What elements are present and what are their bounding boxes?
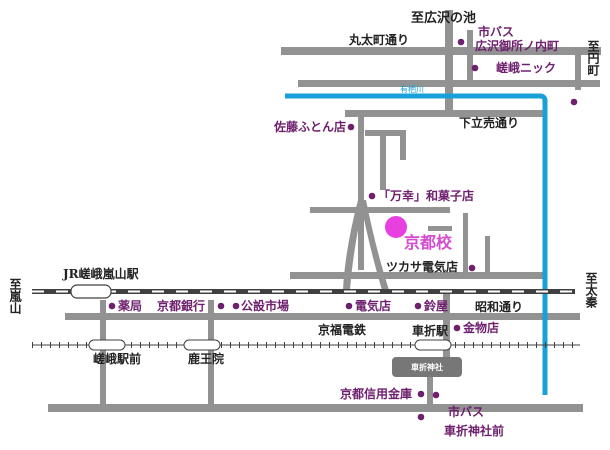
road-south-of-school xyxy=(290,272,545,279)
label-jr-station: JR嵯峨嵐山駅 xyxy=(63,267,139,281)
label-to-uzumasa: 至太秦 xyxy=(584,272,598,308)
label-to-enmachi: 至円町 xyxy=(586,40,600,76)
label-bus-hirosawa-2: 広沢御所ノ内町 xyxy=(475,39,560,53)
label-saga-nick: 嵯峨ニック xyxy=(496,61,557,75)
road-south-v4 xyxy=(427,375,433,410)
poi-dot-kyoto-bank xyxy=(217,302,225,310)
label-electric-shop: 電気店 xyxy=(355,299,392,313)
poi-dot-bus-hirosawa-2 xyxy=(471,64,479,72)
road-south-v2 xyxy=(208,300,214,410)
label-kurumazaki-shrine: 車折神社 xyxy=(411,362,443,372)
road-vertical-right-top xyxy=(575,50,581,90)
road-curve xyxy=(343,200,364,290)
label-shimotachiuri: 下立売通り xyxy=(459,116,520,130)
road-vertical-west-1 xyxy=(358,110,364,270)
label-mankou: 「万幸」和菓子店 xyxy=(378,189,475,203)
keifuku-station-kurumazaki xyxy=(414,339,452,351)
label-bus-kurumazaki-1: 市バス xyxy=(448,405,485,419)
label-kyoto-bank: 京都銀行 xyxy=(157,299,206,313)
label-tsukasa: ツカサ電気店 xyxy=(386,260,459,274)
poi-dot-saga-nick xyxy=(570,98,578,106)
label-marutamachi: 丸太町通り xyxy=(349,33,410,47)
road-side-7 xyxy=(485,236,490,274)
road-side-6 xyxy=(463,213,468,273)
poi-dot-bus-kurumazaki-2 xyxy=(417,413,425,421)
label-station-saga: 嵯峨駅前 xyxy=(93,352,142,366)
road-side-4 xyxy=(310,207,450,213)
label-school: 京都校 xyxy=(404,233,453,252)
road-showa xyxy=(65,313,580,320)
label-station-rokuoin: 鹿王院 xyxy=(188,352,225,366)
poi-dot-shinkin-bank xyxy=(417,390,425,398)
poi-dot-hardware xyxy=(453,324,461,332)
label-station-kurumazaki: 車折駅 xyxy=(412,324,449,338)
keifuku-station-saga xyxy=(88,339,126,351)
label-showa: 昭和通り xyxy=(475,300,524,314)
road-south-v3 xyxy=(443,290,450,370)
road-vertical-bus xyxy=(467,30,473,87)
label-bus-kurumazaki-2: 車折神社前 xyxy=(444,424,505,438)
label-to-hirosawa-pond: 至広沢の池 xyxy=(411,11,477,26)
road-curve-2 xyxy=(360,200,389,290)
road-side-5 xyxy=(428,226,452,231)
road-marutamachi xyxy=(281,47,601,55)
poi-dot-bus-kurumazaki xyxy=(432,391,440,399)
road-side-2 xyxy=(380,130,386,190)
jr-station-box xyxy=(70,284,112,299)
poi-dot-public-market xyxy=(232,302,240,310)
poi-dot-tsukasa xyxy=(468,264,476,272)
poi-dot-sato-futon xyxy=(347,123,355,131)
poi-dot-electric-shop xyxy=(345,302,353,310)
poi-dot-suzuya xyxy=(414,302,422,310)
label-suzuya: 鈴屋 xyxy=(424,299,449,313)
road-south-v1 xyxy=(100,300,106,410)
road-vertical-main xyxy=(445,10,453,110)
label-keifuku-line: 京福電鉄 xyxy=(318,323,367,337)
keifuku-station-rokuoin xyxy=(183,339,221,351)
label-to-arashiyama: 至嵐山 xyxy=(8,278,22,314)
river-arisugawa xyxy=(285,93,548,395)
poi-dot-pharmacy xyxy=(108,302,116,310)
label-public-market: 公設市場 xyxy=(241,299,290,313)
school-dot xyxy=(385,216,407,238)
label-river-arisugawa: 有栖川 xyxy=(400,85,424,94)
road-shimotachiuri xyxy=(345,110,545,117)
poi-dot-bus-hirosawa xyxy=(457,38,465,46)
label-sato-futon: 佐藤ふとん店 xyxy=(274,120,347,134)
label-bus-hirosawa-1: 市バス xyxy=(478,25,515,39)
label-pharmacy: 薬局 xyxy=(118,299,143,313)
label-hardware: 金物店 xyxy=(463,321,500,335)
road-south xyxy=(48,404,583,412)
road-side-3 xyxy=(400,130,406,160)
kurumazaki-shrine-box xyxy=(392,357,462,377)
label-shinkin-bank: 京都信用金庫 xyxy=(340,387,413,401)
poi-dot-mankou xyxy=(368,192,376,200)
